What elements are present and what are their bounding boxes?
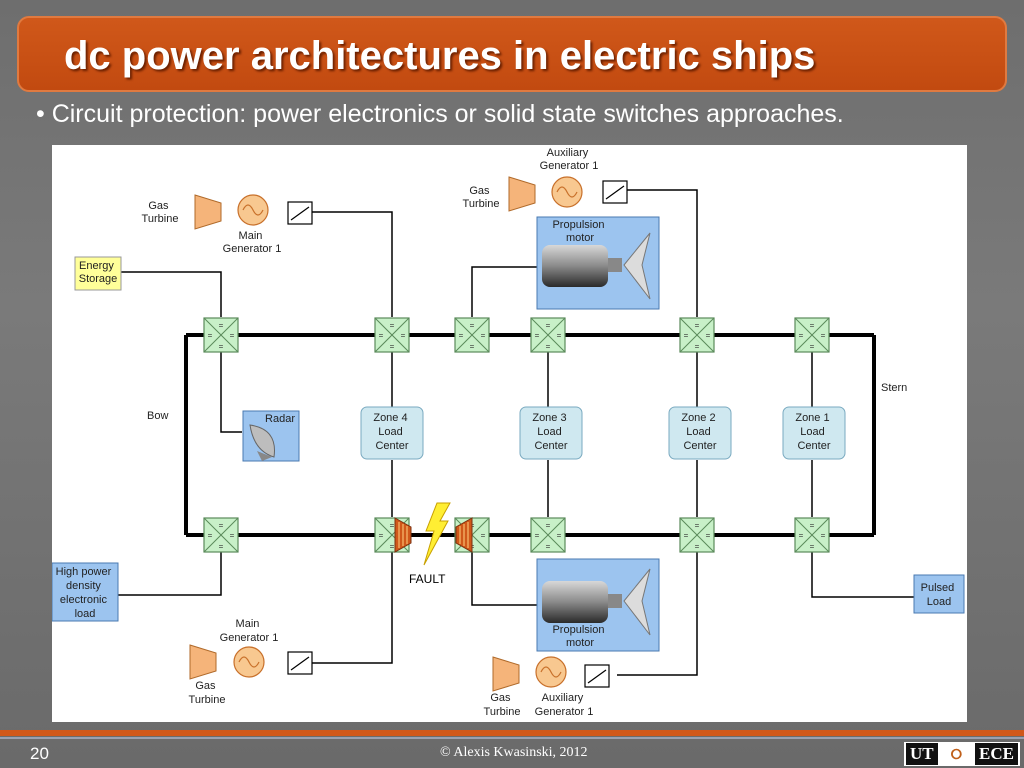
- copyright-text: © Alexis Kwasinski, 2012: [440, 745, 588, 760]
- zone-2-load-center: Zone 2 Load Center: [668, 406, 732, 460]
- wiring: [110, 189, 914, 676]
- generator-icon: [233, 646, 265, 678]
- generator-breaker-icon: [287, 651, 313, 675]
- switch-bottom-1: [203, 517, 239, 553]
- zone-1-load-center: Zone 1 Load Center: [782, 406, 846, 460]
- switch-top-3: [454, 317, 490, 353]
- switch-top-5: [679, 317, 715, 353]
- gas-turbine-icon: [194, 194, 222, 230]
- energy-storage-box: [74, 256, 122, 291]
- title-bar: dc power architectures in electric ships: [17, 16, 1007, 92]
- aux-generator-label: Auxiliary Generator 1: [535, 692, 594, 718]
- logo-ut: UT: [906, 743, 938, 765]
- switch-top-6: [794, 317, 830, 353]
- ship-power-diagram: = = = =: [51, 145, 967, 722]
- generator-breaker-icon: [584, 664, 610, 688]
- bullet-text: • Circuit protection: power electronics …: [36, 100, 844, 128]
- high-power-load-box: High power density electronic load: [51, 562, 119, 622]
- gas-turbine-label: Gas Turbine: [142, 200, 179, 225]
- generator-breaker-icon: [602, 180, 628, 204]
- gas-turbine-icon: [189, 644, 217, 680]
- slide-title: dc power architectures in electric ships: [64, 34, 816, 78]
- switch-bottom-6: [794, 517, 830, 553]
- switch-bottom-4: [530, 517, 566, 553]
- footer-divider: [0, 737, 1024, 739]
- stern-label: Stern: [881, 382, 907, 394]
- fault-label: FAULT: [409, 572, 446, 586]
- svg-text:Zone 2 Load Center: Zone 2 Load Center: [681, 412, 718, 452]
- gas-turbine-icon: [508, 176, 536, 212]
- generator-icon: [237, 194, 269, 226]
- aux-generator-label: Auxiliary Generator 1: [540, 147, 599, 172]
- svg-text:Zone 1 Load Center: Zone 1 Load Center: [795, 412, 832, 452]
- propulsion-motor-bottom: Propulsion motor: [536, 558, 660, 652]
- open-breaker-right: [455, 517, 473, 553]
- logo-ece: ECE: [975, 743, 1018, 765]
- switch-top-4: [530, 317, 566, 353]
- dc-bus: [184, 333, 876, 537]
- longhorn-icon: ⭘: [950, 745, 962, 762]
- radar-box: Radar: [242, 410, 300, 462]
- zone-3-load-center: Zone 3 Load Center: [519, 406, 583, 460]
- svg-text:High power density: High power density electronic load: [56, 566, 115, 620]
- propulsion-motor-top: Propulsion motor: [536, 216, 660, 310]
- svg-text:Zone 4 Load Center: Zone 4 Load Center: [373, 412, 410, 452]
- footer-accent-line: [0, 730, 1024, 736]
- svg-text:Zone 3 Load Center: Zone 3 Load Center: [532, 412, 569, 452]
- generator-breaker-icon: [287, 201, 313, 225]
- main-generator-label: Main Generator 1: [223, 230, 282, 255]
- pulsed-load-box: Pulsed Load: [913, 574, 965, 614]
- fault-lightning-icon: [423, 502, 451, 566]
- gas-turbine-label: Gas Turbine: [189, 680, 226, 706]
- switch-top-1: [203, 317, 239, 353]
- open-breaker-left: [394, 517, 412, 553]
- svg-text:Radar: Radar: [265, 413, 295, 425]
- generator-icon: [551, 176, 583, 208]
- main-generator-label: Main Generator 1: [220, 618, 279, 644]
- gas-turbine-icon: [492, 656, 520, 692]
- bow-label: Bow: [147, 410, 168, 422]
- gas-turbine-label: Gas Turbine: [463, 185, 500, 210]
- switch-bottom-5: [679, 517, 715, 553]
- svg-text:Pulsed Load: Pulsed Load: [921, 582, 958, 608]
- ut-ece-logo: UT ⭘ ECE: [904, 742, 1020, 766]
- switch-top-2: [374, 317, 410, 353]
- gas-turbine-label: Gas Turbine: [484, 692, 521, 718]
- svg-text:Propulsion motor: Propulsion motor: [552, 219, 607, 244]
- generator-icon: [535, 656, 567, 688]
- energy-storage-label: Energy Storage: [79, 260, 118, 285]
- page-number: 20: [30, 744, 49, 763]
- svg-text:Propulsion motor: Propulsion motor: [552, 624, 607, 649]
- zone-4-load-center: Zone 4 Load Center: [360, 406, 424, 460]
